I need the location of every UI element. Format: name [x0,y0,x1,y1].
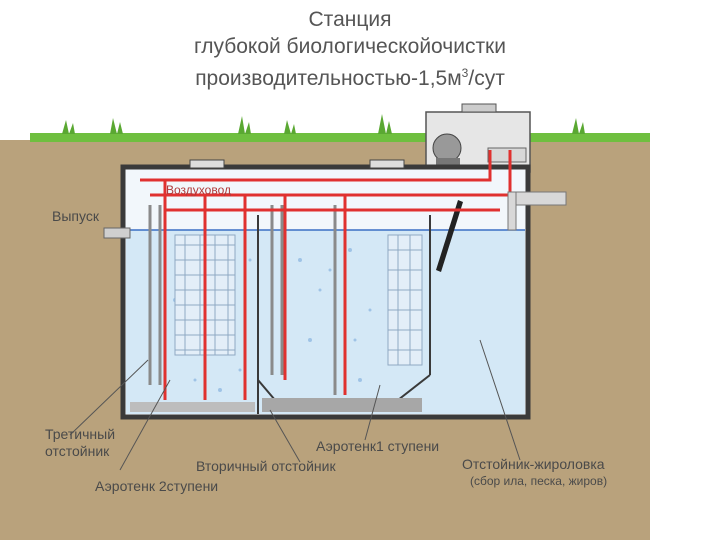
label-air-duct: Воздуховод [166,182,231,199]
label-secondary-settler: Вторичный отстойник [196,458,336,475]
label-aerotank-stage2: Аэротенк 2ступени [95,478,218,495]
label-outlet: Выпуск [52,208,99,225]
tank-lid-left [190,160,224,168]
grass-strip [30,133,650,142]
label-tertiary-settler: Третичный отстойник [45,426,135,460]
tank-lid-right [370,160,404,168]
compressor-box [426,104,530,172]
outlet-pipe [104,228,130,238]
sludge-bed-1 [262,398,422,412]
label-settler-grease-trap-note: (сбор ила, песка, жиров) [470,473,607,490]
inlet-pipe [508,192,566,205]
inlet-riser [508,192,516,230]
label-settler-grease-trap: Отстойник-жироловка [462,456,605,473]
sludge-bed-2 [130,402,255,412]
label-aerotank-stage1: Аэротенк1 ступени [316,438,439,455]
